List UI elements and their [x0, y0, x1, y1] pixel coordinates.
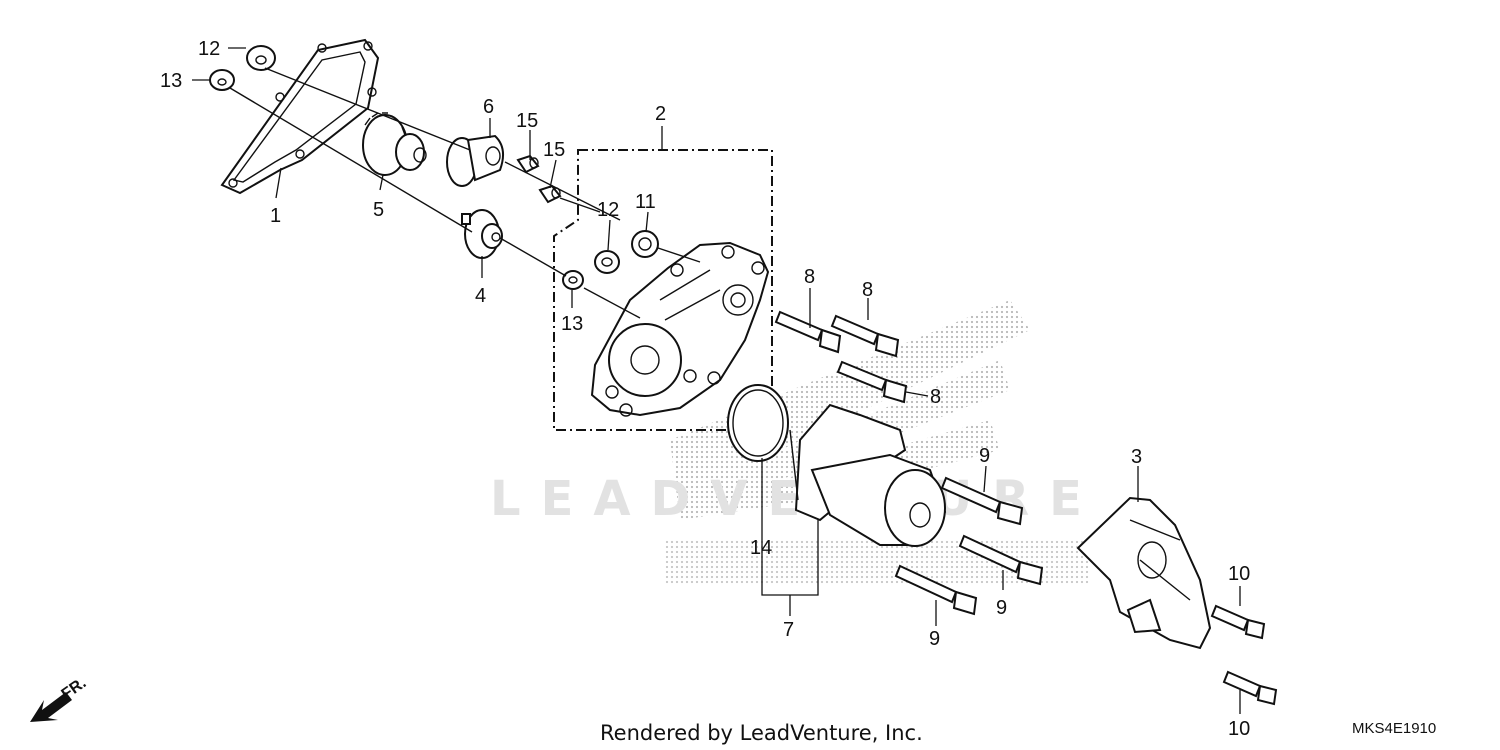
- callout-11: 11: [635, 191, 656, 213]
- gear-part-5: [362, 112, 427, 176]
- callout-4: 4: [475, 285, 486, 307]
- callout-14: 14: [750, 537, 772, 559]
- diagram-code: MKS4E1910: [1352, 720, 1436, 737]
- front-direction-indicator: FR.: [30, 675, 89, 722]
- gear-part-4: [461, 209, 503, 259]
- bolt-part-9-a: [940, 476, 1024, 526]
- callout-2: 2: [655, 103, 666, 125]
- gear-case-housing-part-2: [590, 241, 770, 417]
- shift-motor-part-7: [789, 403, 947, 547]
- washer-part-13-lower: [562, 270, 584, 290]
- callout-12-lower: 12: [597, 199, 619, 221]
- callout-10-b: 10: [1228, 718, 1250, 740]
- callout-9-a: 9: [979, 445, 990, 467]
- explode-lines: [229, 67, 701, 319]
- motor-cover-part-3: [1076, 496, 1212, 650]
- o-ring-part-14: [727, 384, 789, 462]
- washer-part-12-top: [246, 45, 276, 71]
- washer-part-13-top: [209, 69, 235, 91]
- callout-1: 1: [270, 205, 281, 227]
- housing-group-bracket: [553, 149, 773, 431]
- callout-3: 3: [1131, 446, 1142, 468]
- bolt-part-9-b: [958, 534, 1044, 586]
- callout-13-lower: 13: [561, 313, 583, 335]
- rendered-by-credit: Rendered by LeadVenture, Inc.: [600, 721, 923, 745]
- callout-6: 6: [483, 96, 494, 118]
- bolt-part-9-c: [894, 564, 978, 616]
- callout-13-top: 13: [160, 70, 182, 92]
- callout-7: 7: [783, 619, 794, 641]
- dowel-pin-part-15-upper: [516, 154, 540, 174]
- callout-8-b: 8: [862, 279, 873, 301]
- bearing-part-11: [631, 230, 659, 258]
- callout-9-c: 9: [929, 628, 940, 650]
- callout-leaders: [192, 47, 1241, 714]
- callout-10-a: 10: [1228, 563, 1250, 585]
- callout-12-top: 12: [198, 38, 220, 60]
- gasket-part-1: [220, 38, 380, 195]
- gear-part-6: [446, 134, 505, 187]
- callout-9-b: 9: [996, 597, 1007, 619]
- bolt-part-10-b: [1222, 670, 1278, 706]
- callout-15-upper: 15: [516, 110, 538, 132]
- bolt-part-8-a: [774, 310, 842, 354]
- bolt-part-8-c: [836, 360, 908, 404]
- bolt-part-8-b: [830, 314, 900, 358]
- callout-5: 5: [373, 199, 384, 221]
- callout-8-a: 8: [804, 266, 815, 288]
- bolt-part-10-a: [1210, 604, 1266, 640]
- callout-15-lower: 15: [543, 139, 565, 161]
- washer-part-12-lower: [594, 250, 620, 274]
- callout-8-c: 8: [930, 386, 941, 408]
